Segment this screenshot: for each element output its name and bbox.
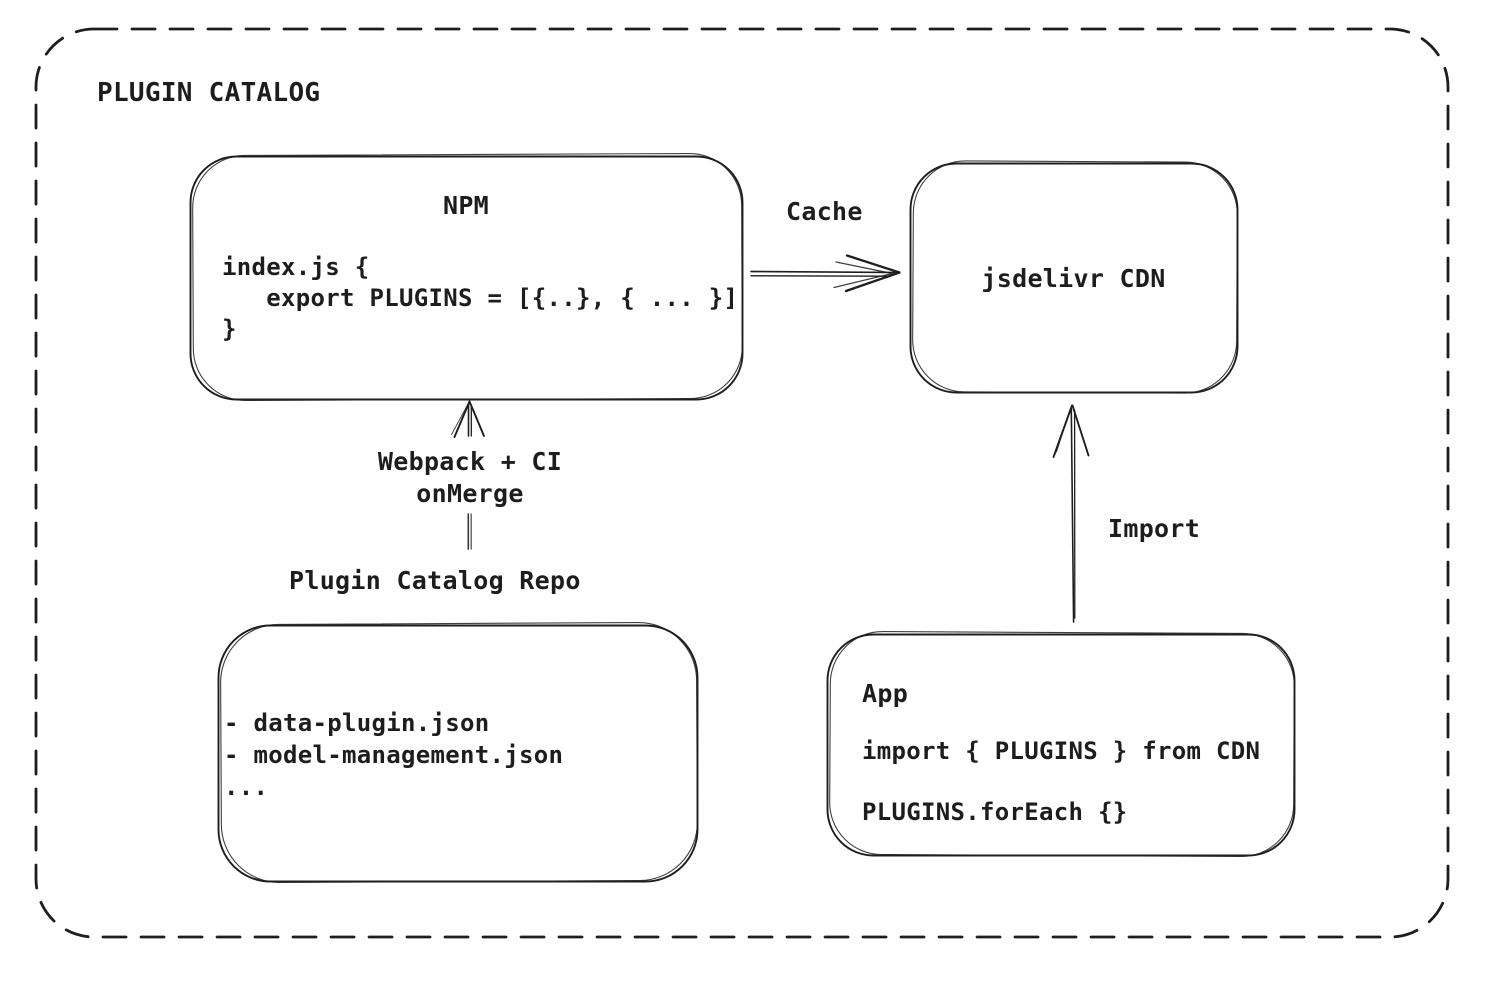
import-arrow [1052, 404, 1090, 623]
app-box-title: App [862, 679, 909, 708]
npm-box-title: NPM [442, 191, 490, 220]
build-edge-label: Webpack + CI onMerge [377, 447, 563, 508]
cache-arrow [750, 254, 901, 293]
app-foreach-line: PLUGINS.forEach {} [862, 798, 1128, 826]
repo-box [217, 622, 699, 883]
cdn-box [909, 160, 1239, 394]
catalog-frame-border [34, 27, 1450, 939]
app-import-line: import { PLUGINS } from CDN [862, 737, 1261, 765]
npm-code-text: index.js { export PLUGINS = [{..}, { ...… [222, 253, 739, 343]
app-box [826, 631, 1296, 857]
repo-title: Plugin Catalog Repo [289, 566, 581, 595]
frame-title: PLUGIN CATALOG [97, 78, 321, 108]
repo-files-text: - data-plugin.json - model-management.js… [224, 709, 564, 801]
npm-box [189, 152, 744, 402]
build-arrow [451, 400, 485, 550]
cache-edge-label: Cache [786, 197, 863, 226]
import-edge-label: Import [1108, 514, 1201, 543]
cdn-box-label: jsdelivr CDN [981, 264, 1166, 293]
